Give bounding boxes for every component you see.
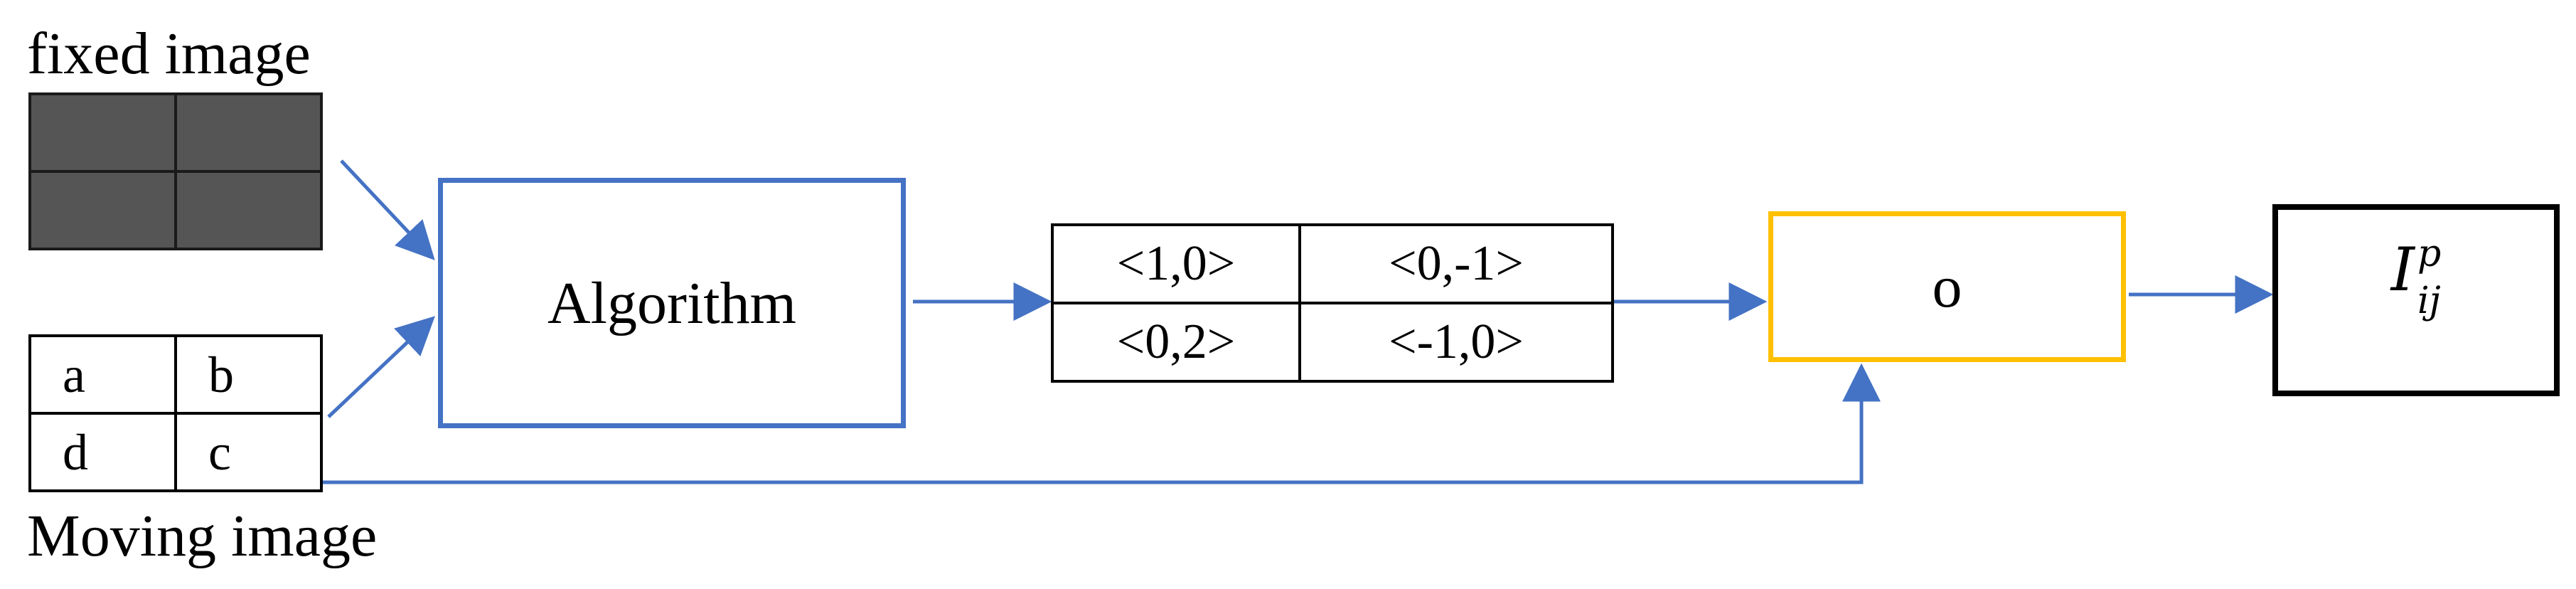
operator-label: o — [1932, 253, 1962, 320]
fixed-image-cell — [31, 95, 174, 170]
vector-cell: <-1,0> — [1301, 304, 1611, 380]
moving-image-label: Moving image — [27, 503, 378, 569]
vector-cell: <1,0> — [1054, 226, 1298, 302]
vector-cell: <0,2> — [1054, 304, 1298, 380]
fixed-image-cell — [177, 95, 320, 170]
fixed-image-label: fixed image — [27, 21, 311, 87]
algorithm-label: Algorithm — [547, 270, 796, 336]
output-symbol-subscript: ij — [2417, 280, 2441, 322]
output-symbol: I p ij — [2390, 235, 2441, 322]
fixed-image-cell — [31, 173, 174, 248]
vector-cell: <0,-1> — [1301, 226, 1611, 302]
fixed-image-cell — [177, 173, 320, 248]
fixed-image-grid — [28, 92, 323, 250]
moving-image-cell: d — [31, 415, 174, 489]
algorithm-box: Algorithm — [438, 178, 906, 428]
output-symbol-superscript: p — [2417, 233, 2442, 275]
operator-box: o — [1768, 211, 2126, 362]
moving-image-cell: b — [177, 337, 320, 412]
moving-image-cell: c — [177, 415, 320, 489]
moving-image-grid: a b d c — [28, 334, 323, 492]
output-box: I p ij — [2272, 204, 2560, 396]
arrow-moving-to-algorithm — [327, 316, 435, 418]
displacement-vector-table: <1,0> <0,-1> <0,2> <-1,0> — [1051, 223, 1614, 383]
arrow-moving-to-operator — [323, 363, 1881, 484]
moving-image-cell: a — [31, 337, 174, 412]
output-symbol-base: I — [2390, 235, 2415, 304]
arrow-fixed-to-algorithm — [340, 159, 435, 260]
